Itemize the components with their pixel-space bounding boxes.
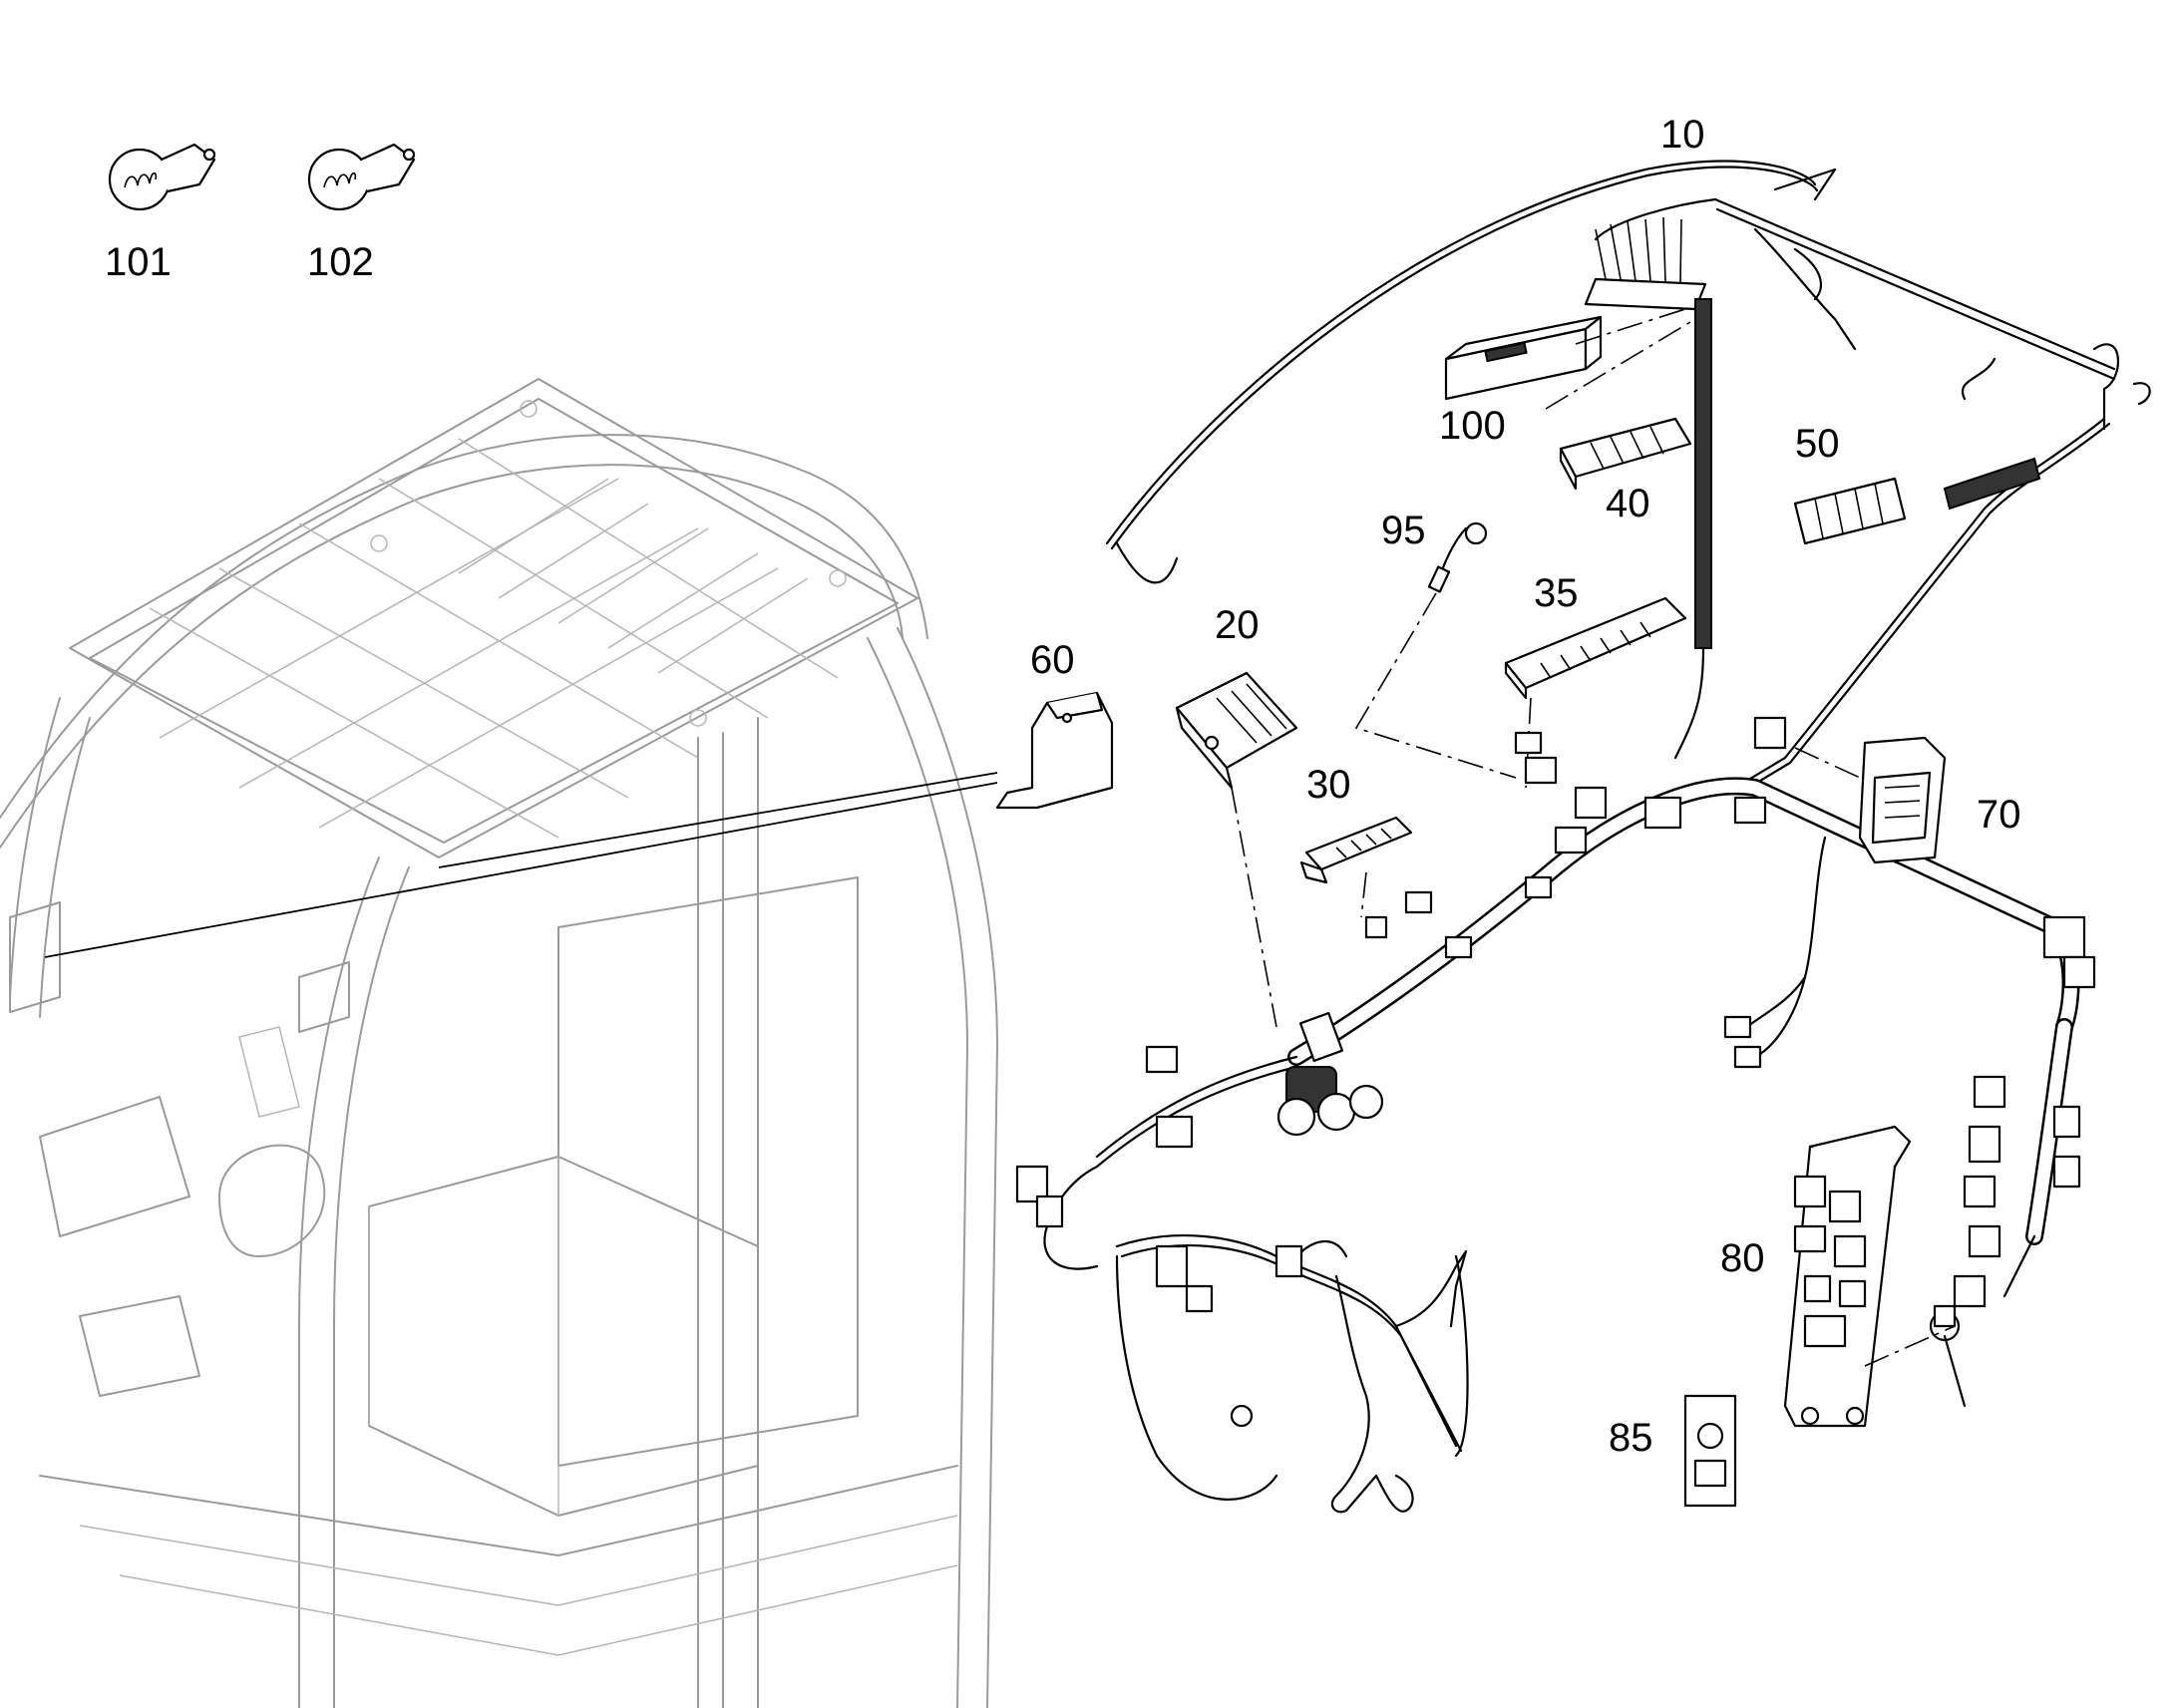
dome-light	[1444, 315, 1603, 401]
pointer-line-60a	[438, 772, 998, 868]
callout-100: 100	[1439, 404, 1506, 448]
switch-panel-35	[1504, 596, 1687, 700]
control-module-20	[1175, 671, 1298, 790]
callout-95: 95	[1381, 509, 1426, 552]
pointer-line-60b	[44, 782, 998, 958]
callout-101: 101	[105, 240, 172, 284]
leader-30	[1360, 871, 1367, 918]
callout-40: 40	[1606, 482, 1650, 525]
callout-10: 10	[1660, 113, 1705, 157]
panel-30	[1299, 816, 1413, 884]
sensor-95	[1427, 521, 1488, 593]
callout-80: 80	[1720, 1236, 1765, 1280]
callout-60: 60	[1030, 638, 1075, 682]
callout-20: 20	[1215, 603, 1260, 647]
seat-heater-icon	[307, 143, 416, 211]
leader-20	[1231, 787, 1277, 1028]
callout-50: 50	[1795, 422, 1840, 466]
seat-heater-icon	[108, 143, 216, 211]
callout-102: 102	[307, 240, 374, 284]
overhead-harness	[1105, 160, 2151, 795]
callout-30: 30	[1306, 763, 1351, 807]
callout-70: 70	[1977, 793, 2021, 837]
leader-95	[1354, 592, 1517, 779]
leader-80	[1864, 1325, 1956, 1367]
callout-labels: 10 20 30 35 40 50 60 70 80 85 95 100 101…	[105, 113, 2021, 1460]
cab-frame	[0, 378, 998, 1708]
bracket-60	[995, 691, 1114, 810]
leader-100	[1575, 308, 1686, 345]
rear-switch-block	[1793, 457, 2041, 545]
leader-40	[1545, 318, 1696, 410]
control-unit-70	[1858, 736, 1947, 864]
overhead-switch-block	[1559, 417, 1692, 491]
leader-70	[1794, 747, 1861, 779]
cover-plate-85	[1683, 1394, 1737, 1508]
main-cab-harness	[1015, 716, 2096, 1514]
fuse-relay-board-80	[1783, 1125, 1912, 1428]
callout-35: 35	[1534, 571, 1579, 615]
callout-85: 85	[1609, 1416, 1653, 1460]
harness-conduit	[1694, 298, 1712, 649]
